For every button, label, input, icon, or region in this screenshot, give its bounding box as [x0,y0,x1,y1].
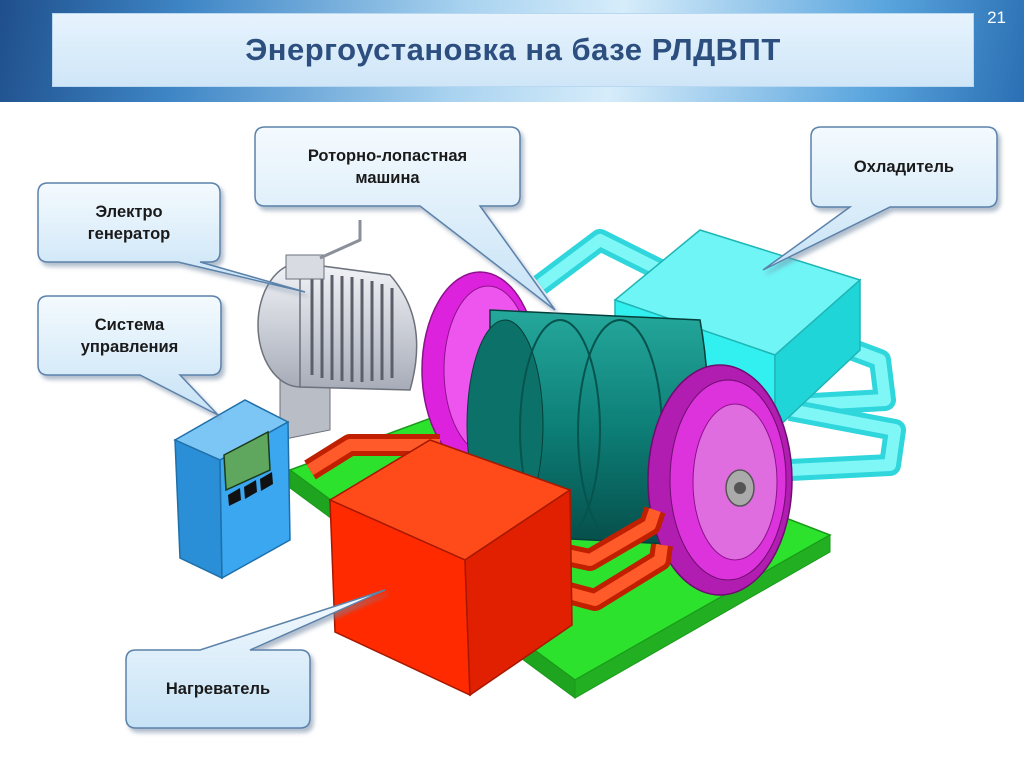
slide-number: 21 [987,8,1006,27]
electric-generator [257,220,418,441]
heater-label: Нагреватель [165,680,271,698]
heater-unit [304,434,673,697]
title-box: Энергоустановка на базе РЛДВПТ [52,13,974,87]
cooler-label: Охладитель [853,158,955,176]
callout-rotary-machine [254,126,556,311]
rotary-machine-label: Роторно-лопастная машина [307,146,468,187]
slide-title: Энергоустановка на базе РЛДВПТ [245,32,781,67]
callout-control-system [37,295,222,416]
callout-heater [125,589,386,729]
control-system-label: Система управления [80,315,179,356]
callout-generator [37,182,306,293]
generator-label: Электро генератор [87,202,171,243]
control-cabinet [173,399,291,580]
callout-cooler [762,126,998,271]
slide-header: Энергоустановка на базе РЛДВПТ 21 [0,0,1024,102]
